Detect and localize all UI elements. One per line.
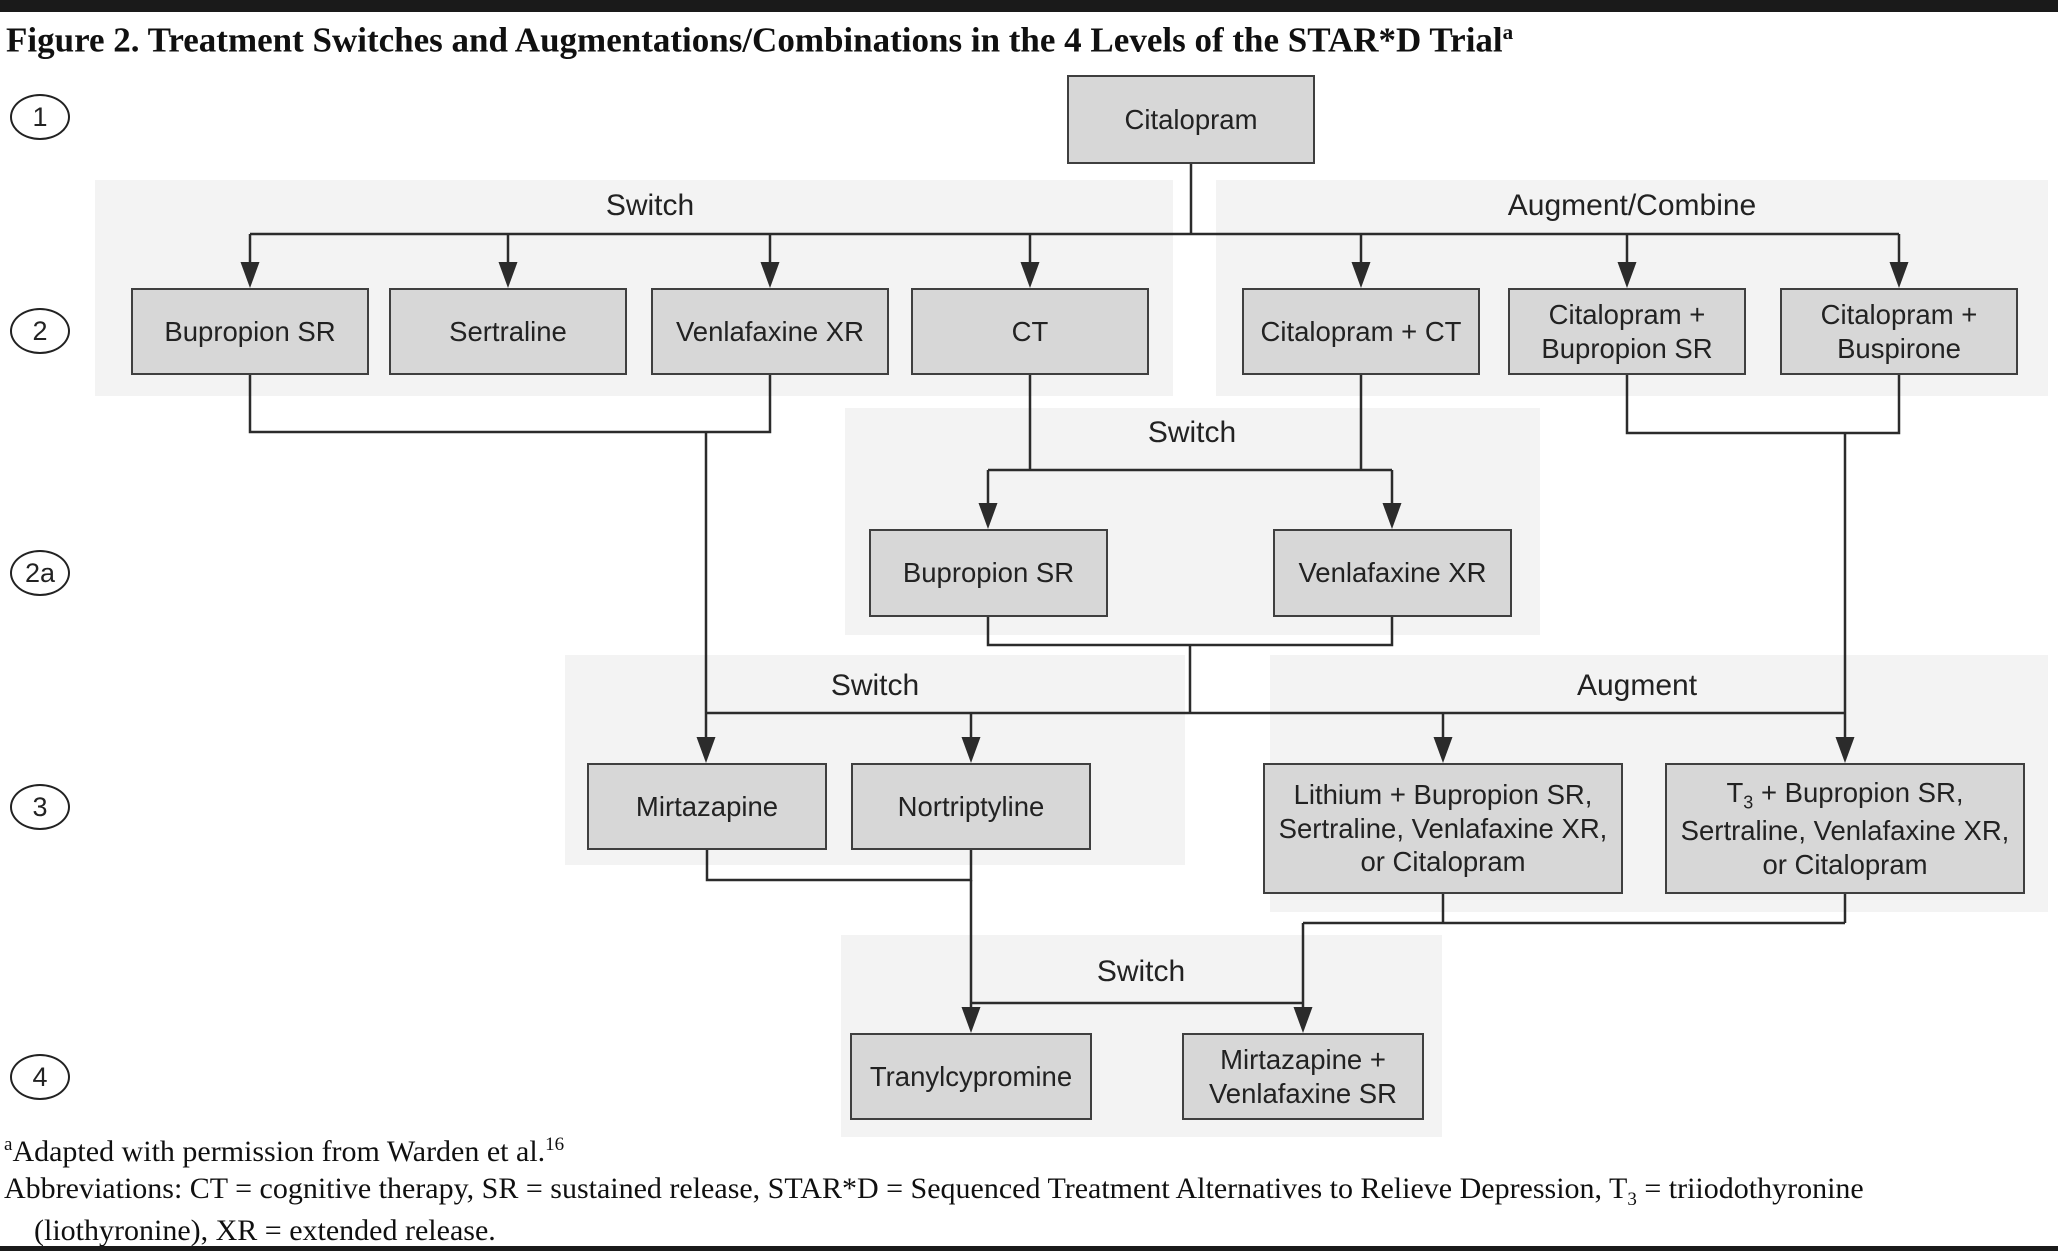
flow-node-label-line: Tranylcypromine	[869, 1060, 1073, 1092]
connector-line	[1625, 375, 1901, 435]
flow-node-label-line: Bupropion SR	[1541, 332, 1713, 364]
flow-node-t3-combo-level3: T3 + Bupropion SR,Sertraline, Venlafaxin…	[1665, 763, 2025, 894]
connector-arrowhead	[978, 503, 998, 529]
flow-node-lithium-combo-level3: Lithium + Bupropion SR,Sertraline, Venla…	[1263, 763, 1623, 894]
level-marker-3: 3	[10, 784, 70, 830]
footnote-abbreviations: Abbreviations: CT = cognitive therapy, S…	[4, 1170, 1914, 1250]
level-marker-4: 4	[10, 1054, 70, 1100]
footnote-marker: a	[4, 1134, 13, 1155]
label-text: + Bupropion SR,	[1753, 776, 1964, 808]
level-marker-label: 2a	[24, 557, 56, 588]
connector-arrowhead	[1351, 262, 1371, 288]
top-rule	[0, 0, 2058, 12]
connector-arrowhead	[1020, 262, 1040, 288]
flow-node-label-line: Lithium + Bupropion SR,	[1293, 779, 1593, 811]
footnote-reference: 16	[545, 1134, 565, 1155]
section-label-switch-level4: Switch	[1096, 955, 1186, 988]
section-label-augment-level3: Augment	[1576, 669, 1698, 702]
figure-title: Figure 2. Treatment Switches and Augment…	[6, 20, 1513, 61]
level-marker-1: 1	[10, 94, 70, 140]
flow-node-label-line: Mirtazapine +	[1220, 1043, 1386, 1075]
footnote-adapted: aAdapted with permission from Warden et …	[4, 1134, 564, 1169]
flow-node-label-line: T3 + Bupropion SR,	[1726, 776, 1963, 814]
flow-node-label-line: Venlafaxine XR	[675, 315, 865, 347]
section-label-switch-level2a: Switch	[1147, 416, 1237, 449]
flow-node-label-line: Citalopram	[1124, 103, 1258, 135]
flow-node-venlafaxine-xr-level2a: Venlafaxine XR	[1273, 529, 1512, 617]
figure-title-superscript: a	[1502, 20, 1514, 44]
flow-node-nortriptyline-level3: Nortriptyline	[851, 763, 1091, 850]
connector-arrowhead	[961, 737, 981, 763]
level-marker-label: 3	[32, 791, 48, 822]
footnote-abbreviations-after: = triiodothyronine (liothyronine), XR = …	[34, 1172, 1864, 1248]
flow-node-label-line: Nortriptyline	[897, 790, 1045, 822]
flow-node-citalopram-bupropion-sr-level2: Citalopram +Bupropion SR	[1508, 288, 1746, 375]
connector-arrowhead	[760, 262, 780, 288]
level-marker-2a: 2a	[10, 550, 70, 596]
connector-arrowhead	[1889, 262, 1909, 288]
flow-node-label-line: or Citalopram	[1762, 848, 1928, 880]
connector-arrowhead	[961, 1007, 981, 1033]
connector-arrowhead	[1617, 262, 1637, 288]
connector-arrowhead	[696, 737, 716, 763]
footnote-t3-subscript: 3	[1627, 1189, 1637, 1210]
connector-line	[248, 375, 772, 434]
level-marker-2: 2	[10, 308, 70, 354]
flow-node-ct-level2: CT	[911, 288, 1149, 375]
level-marker-label: 4	[32, 1061, 48, 1092]
flow-node-label-line: Venlafaxine XR	[1298, 557, 1487, 589]
flow-node-label-line: Venlafaxine SR	[1208, 1077, 1398, 1109]
flow-node-bupropion-sr-level2: Bupropion SR	[131, 288, 369, 375]
label-text: T	[1726, 776, 1744, 808]
flow-node-label-line: CT	[1011, 315, 1049, 347]
connector-arrowhead	[1835, 737, 1855, 763]
bottom-rule	[0, 1246, 2058, 1251]
flow-node-label-line: Sertraline	[449, 315, 567, 347]
flow-node-label-line: Sertraline, Venlafaxine XR,	[1278, 812, 1608, 844]
flow-node-tranylcypromine-level4: Tranylcypromine	[850, 1033, 1092, 1120]
level-marker-label: 2	[32, 315, 48, 346]
flow-node-citalopram-buspirone-level2: Citalopram +Buspirone	[1780, 288, 2018, 375]
section-label-switch-level3: Switch	[830, 669, 920, 702]
flow-node-venlafaxine-xr-level2: Venlafaxine XR	[651, 288, 889, 375]
connector-line	[705, 850, 973, 882]
flow-node-bupropion-sr-level2a: Bupropion SR	[869, 529, 1108, 617]
flow-node-label-line: Buspirone	[1837, 332, 1961, 364]
flow-node-label-line: Citalopram +	[1820, 298, 1978, 330]
section-label-augment-combine-level2: Augment/Combine	[1507, 189, 1757, 222]
flow-node-citalopram-ct-level2: Citalopram + CT	[1242, 288, 1480, 375]
level-marker-label: 1	[32, 101, 48, 132]
flow-node-label-line: Bupropion SR	[164, 315, 336, 347]
flow-node-label-line: or Citalopram	[1360, 846, 1526, 878]
footnote-abbreviations-before: Abbreviations: CT = cognitive therapy, S…	[4, 1172, 1628, 1205]
connector-arrowhead	[498, 262, 518, 288]
figure-title-text: Figure 2. Treatment Switches and Augment…	[6, 20, 1503, 60]
section-label-switch-level2: Switch	[605, 189, 695, 222]
footnote-adapted-text: Adapted with permission from Warden et a…	[12, 1135, 546, 1168]
connector-arrowhead	[240, 262, 260, 288]
flow-node-mirtazapine-level3: Mirtazapine	[587, 763, 827, 850]
flow-node-mirtazapine-venlafaxine-level4: Mirtazapine +Venlafaxine SR	[1182, 1033, 1424, 1120]
subscript-text: 3	[1743, 792, 1754, 813]
flow-node-label-line: Mirtazapine	[635, 790, 779, 822]
connector-line	[986, 617, 1394, 647]
flow-node-sertraline-level2: Sertraline	[389, 288, 627, 375]
connector-arrowhead	[1382, 503, 1402, 529]
flow-node-citalopram: Citalopram	[1067, 75, 1315, 164]
connector-arrowhead	[1433, 737, 1453, 763]
flow-node-label-line: Sertraline, Venlafaxine XR,	[1680, 815, 2010, 847]
flow-node-label-line: Bupropion SR	[902, 557, 1075, 589]
flow-node-label-line: Citalopram + CT	[1260, 315, 1462, 347]
connector-arrowhead	[1293, 1007, 1313, 1033]
flow-node-label-line: Citalopram +	[1548, 298, 1706, 330]
